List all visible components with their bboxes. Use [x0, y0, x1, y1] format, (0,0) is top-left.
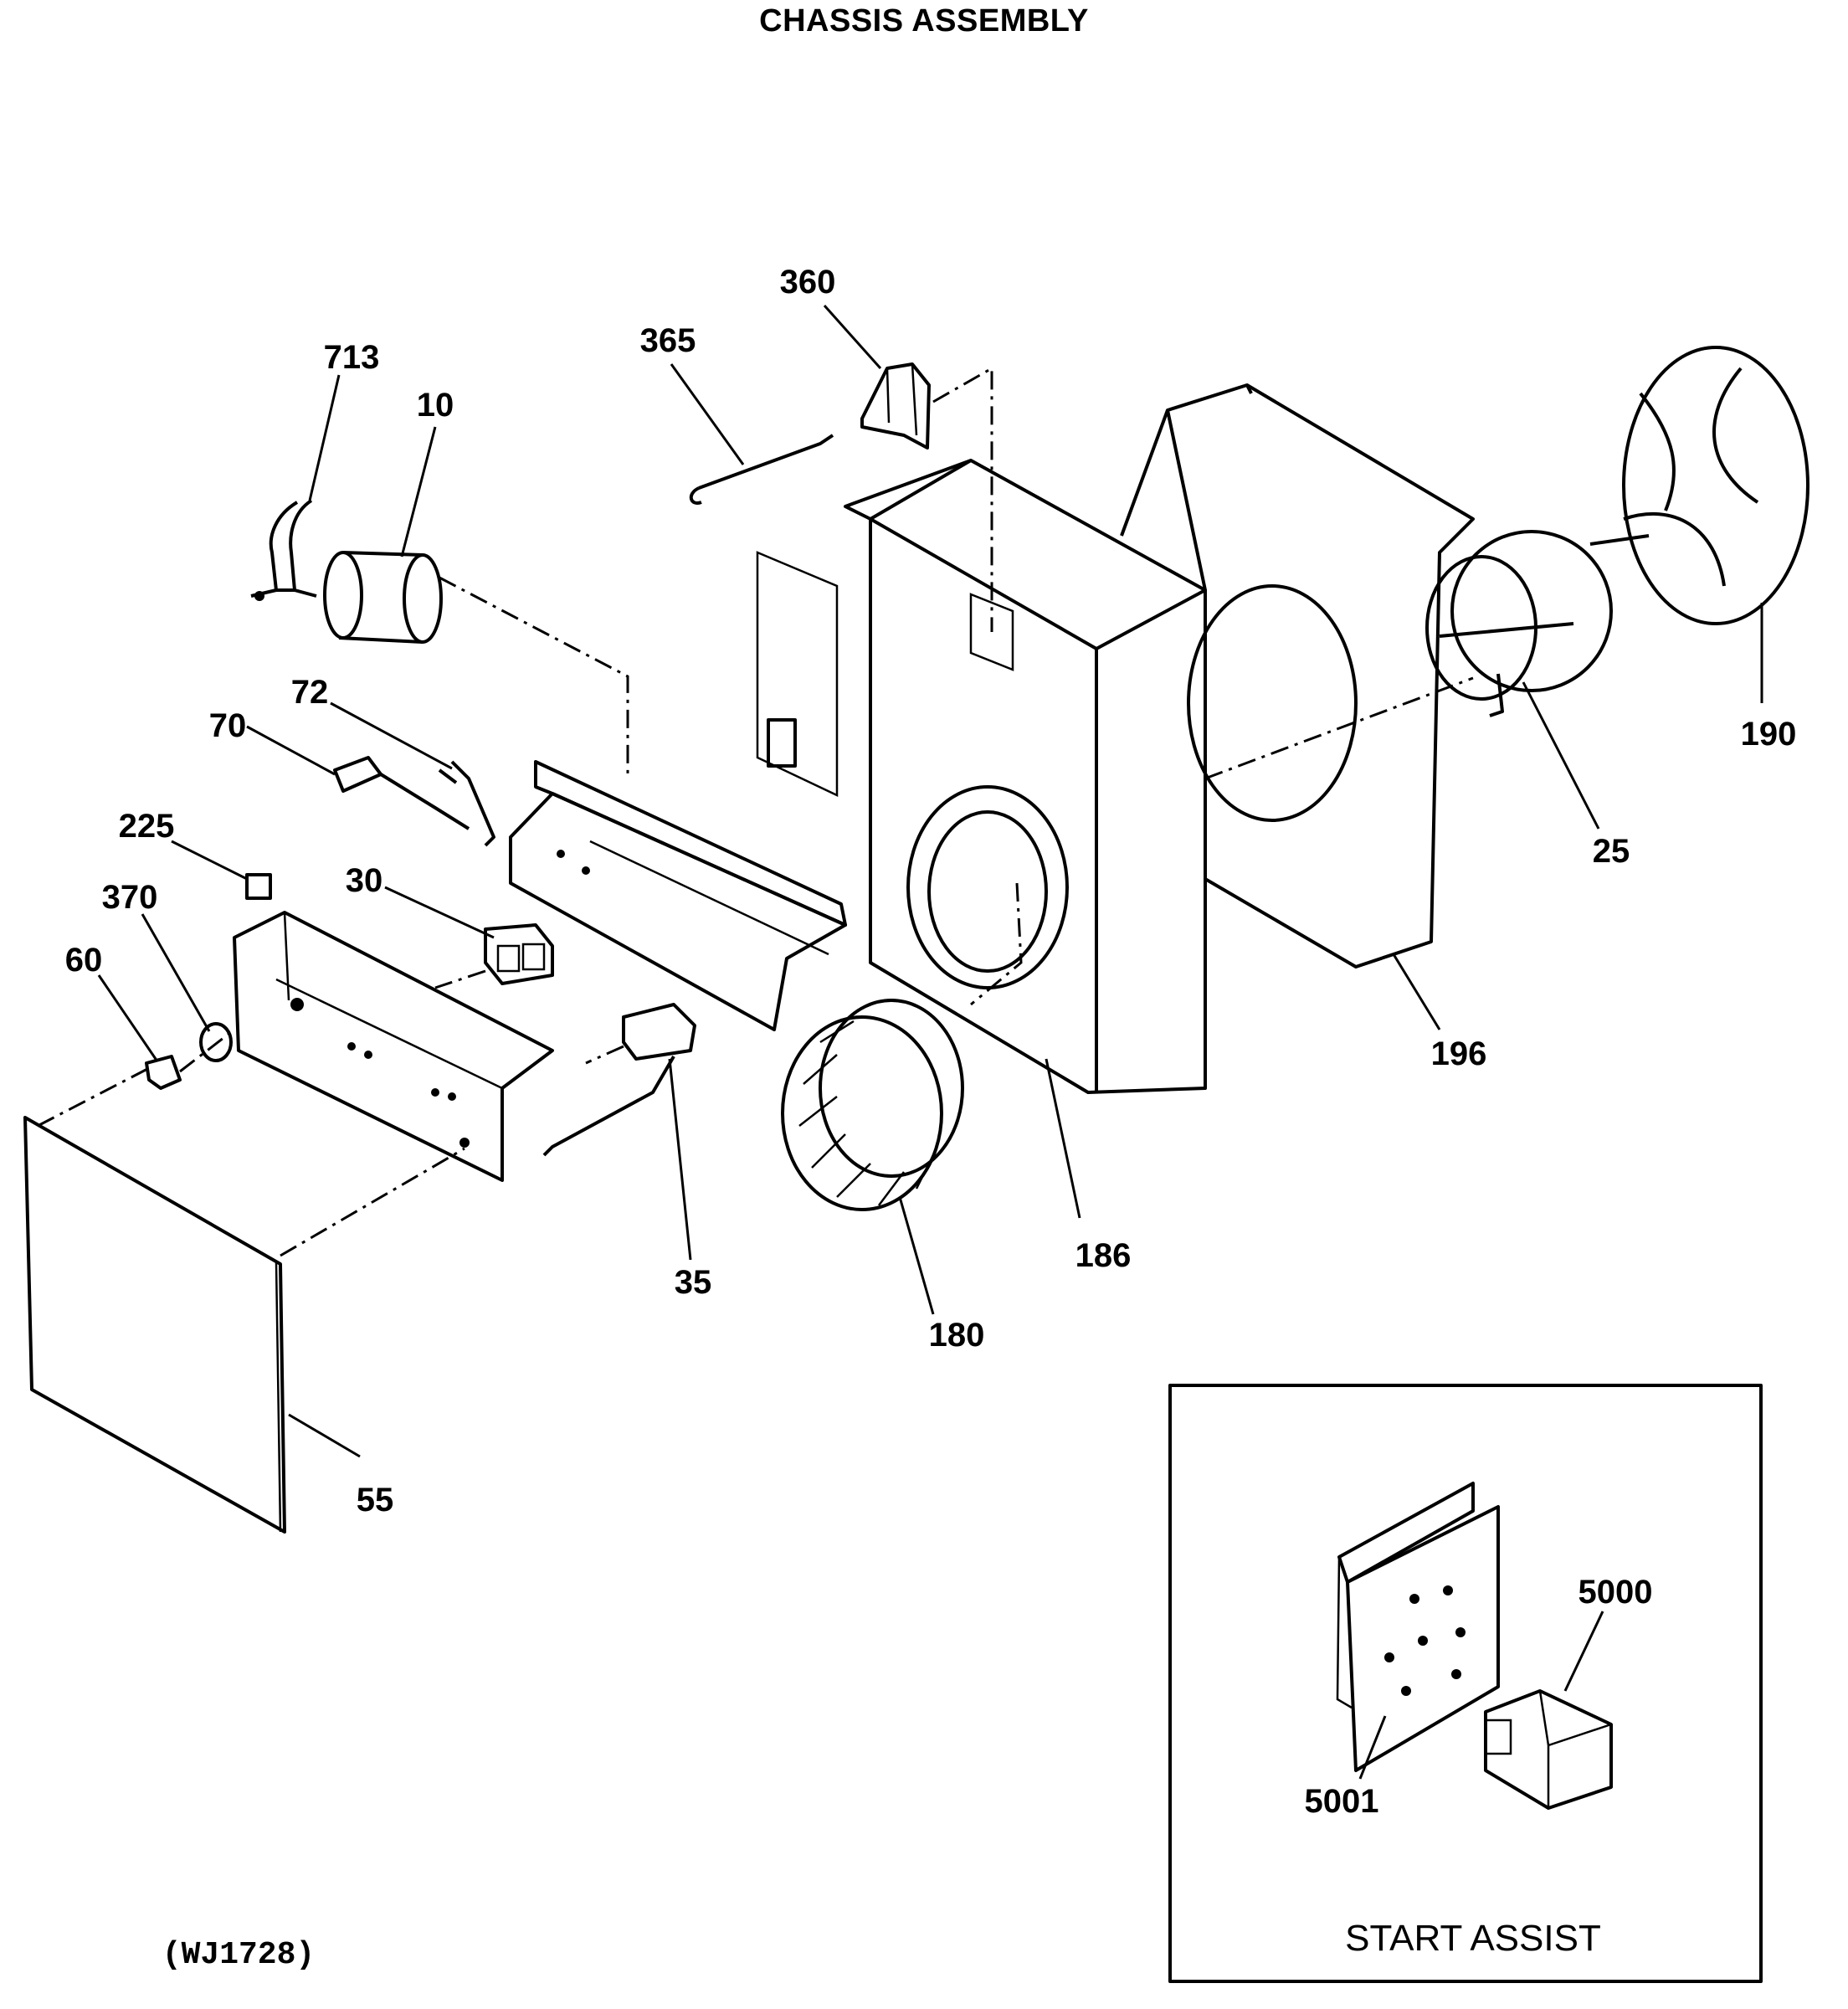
switch-connection-line — [434, 969, 486, 989]
callout-60: 60 — [65, 942, 103, 979]
leader-225 — [171, 840, 248, 881]
leader-72 — [330, 701, 453, 770]
power-cord-plug-part — [333, 756, 470, 830]
callout-225: 225 — [119, 808, 175, 845]
wheel-connection-line — [970, 882, 1023, 1006]
callout-70: 70 — [209, 707, 247, 744]
start-assist-label: START ASSIST — [1345, 1918, 1601, 1959]
callout-35: 35 — [675, 1264, 712, 1301]
front-panel-part — [23, 1116, 286, 1534]
control-panel-housing-part — [233, 911, 554, 1182]
selector-switch-part — [484, 923, 554, 985]
leader-196 — [1392, 953, 1441, 1030]
top-bracket-part — [860, 362, 931, 450]
callout-370: 370 — [102, 879, 158, 916]
callout-713: 713 — [324, 339, 380, 376]
diagram-title: CHASSIS ASSEMBLY — [759, 3, 1089, 39]
callout-leaders — [97, 305, 1763, 1780]
control-knob-part — [145, 1055, 182, 1090]
panel-connection-line-upper — [37, 1066, 151, 1128]
thermostat-part — [542, 1003, 696, 1157]
leader-360 — [823, 305, 882, 369]
leader-370 — [141, 913, 211, 1032]
callout-196: 196 — [1431, 1035, 1487, 1072]
callout-72: 72 — [291, 674, 329, 711]
callout-10: 10 — [417, 387, 454, 424]
callout-5000: 5000 — [1578, 1574, 1653, 1611]
callout-5001: 5001 — [1305, 1783, 1379, 1820]
knob-connection-line — [179, 1028, 235, 1073]
leader-10 — [400, 426, 437, 557]
leader-713 — [308, 374, 341, 501]
callout-labels: 713 10 365 360 72 70 225 30 370 60 35 55… — [65, 264, 1797, 1820]
callout-365: 365 — [640, 322, 696, 359]
bracket-connection-line — [932, 366, 993, 632]
callout-360: 360 — [780, 264, 836, 301]
condenser-fan-blade-part — [1589, 346, 1810, 625]
callout-180: 180 — [929, 1317, 985, 1354]
callout-55: 55 — [357, 1482, 394, 1518]
document-code: (WJ1728) — [162, 1937, 315, 1973]
blower-wheel-part — [781, 999, 964, 1211]
fan-motor-part — [1425, 530, 1613, 717]
start-assist-inset: START ASSIST — [1168, 1384, 1763, 1983]
leader-5000 — [1563, 1611, 1604, 1692]
callout-186: 186 — [1075, 1237, 1132, 1274]
callout-25: 25 — [1593, 833, 1630, 870]
control-mounting-bracket-part — [509, 760, 847, 1031]
wire-lead-part — [438, 760, 495, 847]
leader-35 — [668, 1058, 692, 1261]
callout-30: 30 — [346, 862, 383, 899]
leader-70 — [246, 725, 336, 776]
thermostat-connection-line — [585, 1045, 624, 1065]
leader-30 — [384, 886, 495, 939]
fan-shroud-part — [1120, 383, 1475, 969]
start-assist-relay-part — [1484, 1689, 1613, 1810]
capacitor-part — [323, 551, 443, 644]
knob-skirt-part — [199, 1022, 233, 1062]
shroud-connection-line — [1204, 676, 1474, 780]
leader-186 — [1045, 1058, 1081, 1219]
panel-connection-line-lower — [280, 1147, 465, 1257]
start-assist-bracket-part — [1336, 1482, 1500, 1772]
leader-60 — [97, 974, 159, 1062]
small-clip-part — [245, 873, 272, 900]
callout-190: 190 — [1741, 716, 1797, 753]
leader-55 — [288, 1413, 361, 1458]
support-rod-part — [689, 434, 834, 505]
blower-housing-part — [756, 459, 1207, 1094]
leader-365 — [670, 363, 745, 465]
leader-180 — [898, 1196, 935, 1315]
leader-5001 — [1358, 1715, 1387, 1780]
leader-25 — [1522, 681, 1600, 830]
capacitor-strap-part — [250, 499, 317, 601]
capacitor-connection-line — [439, 576, 629, 778]
